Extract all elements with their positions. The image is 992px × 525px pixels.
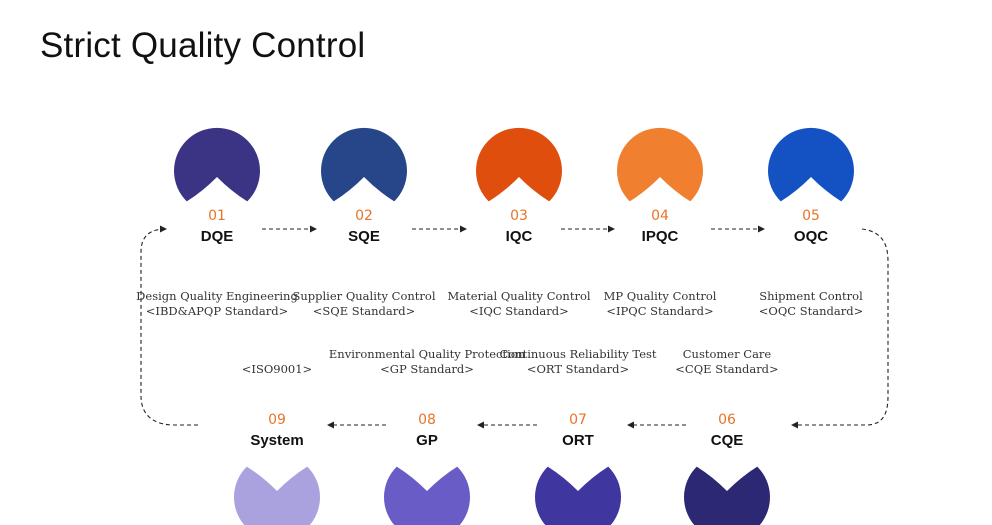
step-number: 03 — [510, 208, 528, 224]
caption-ipqc: MP Quality Control<IPQC Standard> — [604, 289, 717, 318]
step-number: 08 — [418, 412, 436, 428]
step-name: Continuous Reliability Test — [499, 347, 656, 361]
step-code: GP — [416, 432, 438, 449]
pin-inner-circle — [397, 406, 457, 466]
caption-cqe: Customer Care<CQE Standard> — [675, 347, 778, 376]
step-captions: Design Quality Engineering<IBD&APQP Stan… — [136, 289, 863, 376]
connector-09-01 — [140, 225, 198, 426]
caption-oqc: Shipment Control<OQC Standard> — [759, 289, 863, 318]
step-code: IQC — [506, 228, 533, 245]
step-number: 02 — [355, 208, 373, 224]
pin-shape — [234, 466, 320, 525]
step-number: 04 — [651, 208, 669, 224]
step-name: MP Quality Control — [604, 289, 717, 303]
pin-inner-circle — [334, 202, 394, 262]
step-number: 07 — [569, 412, 587, 428]
pin-inner-circle — [630, 202, 690, 262]
caption-dqe: Design Quality Engineering<IBD&APQP Stan… — [136, 289, 298, 318]
step-code: System — [250, 432, 303, 449]
pin-inner-circle — [489, 202, 549, 262]
caption-system: <ISO9001> — [242, 362, 312, 376]
step-code: OQC — [794, 228, 828, 245]
pin-inner-circle — [187, 202, 247, 262]
pin-shape — [476, 127, 562, 202]
step-standard: <IBD&APQP Standard> — [146, 304, 288, 318]
step-name: Environmental Quality Protection — [329, 347, 526, 361]
step-number: 09 — [268, 412, 286, 428]
pin-shape — [535, 466, 621, 525]
pin-shape — [684, 466, 770, 525]
step-code: DQE — [201, 228, 234, 245]
pin-shape — [616, 127, 703, 202]
caption-gp: Environmental Quality Protection<GP Stan… — [329, 347, 526, 376]
caption-ort: Continuous Reliability Test<ORT Standard… — [499, 347, 656, 376]
pin-shape — [321, 127, 407, 202]
step-code: ORT — [562, 432, 594, 449]
connectors — [140, 225, 889, 429]
step-standard: <OQC Standard> — [759, 304, 863, 318]
pin-inner-circle — [247, 406, 307, 466]
step-name: Customer Care — [683, 347, 772, 361]
connector-05-06 — [791, 228, 889, 429]
step-name: Shipment Control — [759, 289, 863, 303]
step-name: Design Quality Engineering — [136, 289, 298, 303]
step-standard: <SQE Standard> — [313, 304, 415, 318]
pin-inner-circle — [781, 202, 841, 262]
step-code: SQE — [348, 228, 380, 245]
step-standard: <ISO9001> — [242, 362, 312, 376]
caption-sqe: Supplier Quality Control<SQE Standard> — [293, 289, 436, 318]
step-code: CQE — [711, 432, 744, 449]
step-name: Material Quality Control — [447, 289, 590, 303]
step-name: Supplier Quality Control — [293, 289, 436, 303]
caption-iqc: Material Quality Control<IQC Standard> — [447, 289, 590, 318]
pin-inner-circle — [548, 406, 608, 466]
step-standard: <GP Standard> — [380, 362, 474, 376]
pin-shape — [768, 127, 855, 202]
step-standard: <IQC Standard> — [469, 304, 569, 318]
pin-inner-circle — [697, 406, 757, 466]
step-number: 05 — [802, 208, 820, 224]
step-code: IPQC — [642, 228, 679, 245]
page-title: Strict Quality Control — [40, 26, 366, 65]
step-standard: <IPQC Standard> — [606, 304, 713, 318]
pin-shape — [174, 127, 260, 202]
step-number: 06 — [718, 412, 736, 428]
step-standard: <ORT Standard> — [527, 362, 629, 376]
step-number: 01 — [208, 208, 226, 224]
step-standard: <CQE Standard> — [675, 362, 778, 376]
pin-shape — [384, 466, 470, 525]
